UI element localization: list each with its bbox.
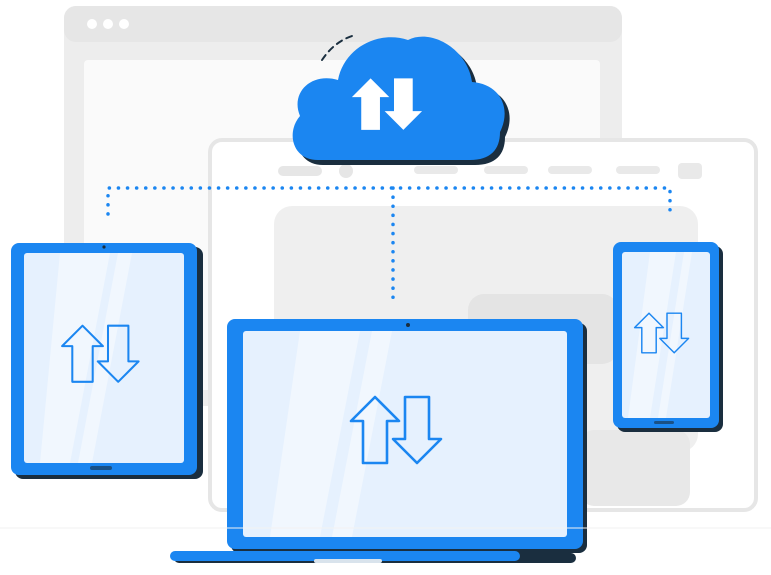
window-dot-icon	[87, 19, 97, 29]
tablet-icon	[11, 243, 203, 479]
window-dot-icon	[103, 19, 113, 29]
window-dot-icon	[119, 19, 129, 29]
phone-icon	[613, 242, 723, 432]
laptop-icon	[170, 319, 587, 563]
cloud-icon	[292, 35, 510, 166]
connection-lines	[106, 186, 672, 302]
